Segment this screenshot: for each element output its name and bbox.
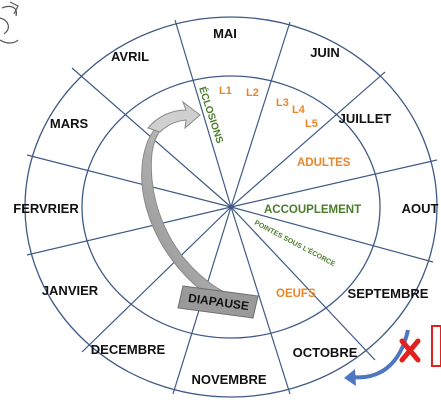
stage-l4: L4 [292, 104, 306, 116]
stage-l5: L5 [305, 118, 318, 130]
red-cross-icon [399, 338, 421, 363]
month-mai: MAI [213, 26, 237, 41]
month-avril: AVRIL [111, 49, 149, 64]
stage-oeufs: OEUFS [276, 288, 316, 300]
stage-l3: L3 [276, 97, 289, 109]
month-janvier: JANVIER [42, 283, 99, 298]
return-arrow-head [344, 369, 356, 386]
month-mars: MARS [50, 116, 89, 131]
stage-adultes: ADULTES [297, 157, 351, 169]
month-fevrier: FERVRIER [13, 201, 79, 216]
insect-sketch-icon [0, 1, 19, 44]
return-arrow-icon [351, 329, 410, 380]
red-box-edge [431, 325, 441, 367]
stage-l2: L2 [246, 87, 259, 99]
diapause-banner-icon [177, 285, 259, 319]
stage-l1: L1 [219, 85, 232, 97]
stage-accouplement: ACCOUPLEMENT [264, 204, 361, 216]
month-novembre: NOVEMBRE [191, 372, 266, 387]
month-aout: AOUT [402, 201, 439, 216]
month-octobre: OCTOBRE [293, 345, 358, 360]
outer-ring [24, 16, 438, 398]
month-septembre: SEPTEMBRE [348, 286, 429, 301]
month-juin: JUIN [310, 45, 340, 60]
month-decembre: DECEMBRE [91, 342, 166, 357]
month-juillet: JUILLET [339, 111, 392, 126]
curved-arrow-head [147, 100, 201, 133]
inner-ring [81, 75, 381, 339]
